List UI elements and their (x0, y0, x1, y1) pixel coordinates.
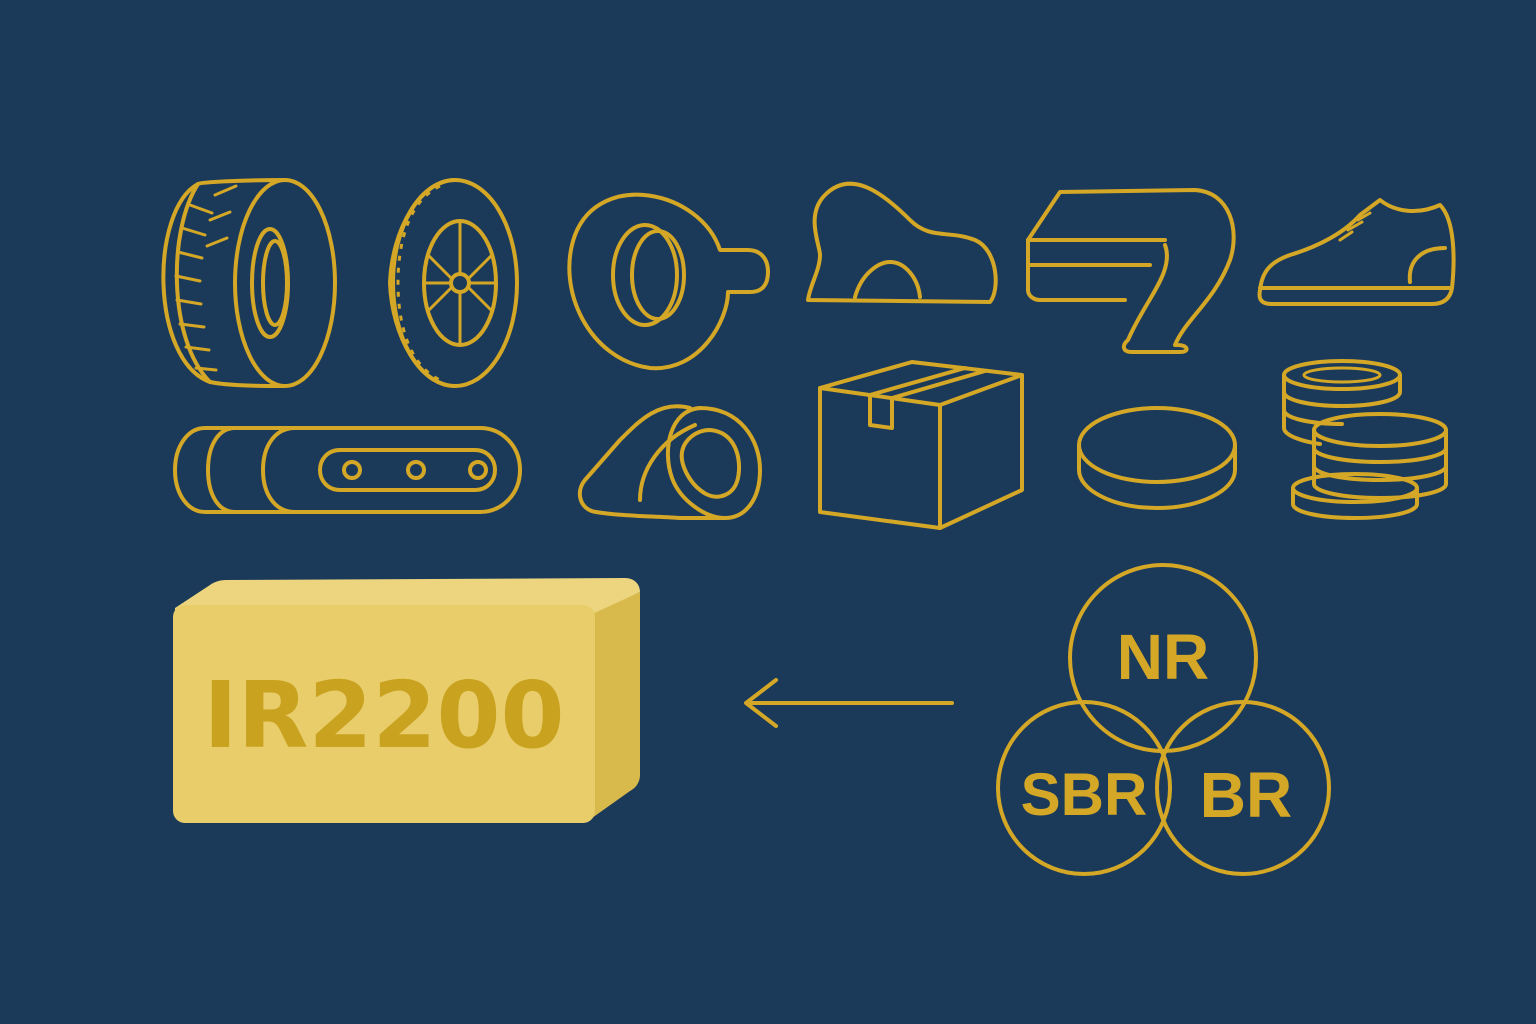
disc-icon (1077, 406, 1237, 510)
block-label: IR2200 (203, 662, 564, 769)
molded-part-icon (806, 181, 998, 304)
rolled-sheet-icon (1026, 188, 1236, 354)
tire-tread-icon (161, 178, 337, 388)
ring-seal-icon (567, 192, 770, 371)
stacked-rings-icon (1282, 359, 1448, 520)
venn-diagram: NR SBR BR (996, 563, 1331, 876)
venn-label-top: NR (1117, 621, 1209, 693)
venn-circle-br (1155, 700, 1331, 876)
conveyor-belt-icon (173, 426, 522, 514)
tape-roll-icon (577, 404, 762, 520)
venn-label-left: SBR (1021, 761, 1148, 828)
wheel-icon (388, 178, 519, 388)
ir2200-block: IR2200 (173, 578, 640, 823)
box-icon (818, 360, 1024, 530)
shoe-icon (1257, 198, 1456, 306)
venn-label-right: BR (1200, 759, 1292, 831)
venn-circle-sbr (996, 700, 1172, 876)
arrow-left-icon (744, 678, 954, 728)
